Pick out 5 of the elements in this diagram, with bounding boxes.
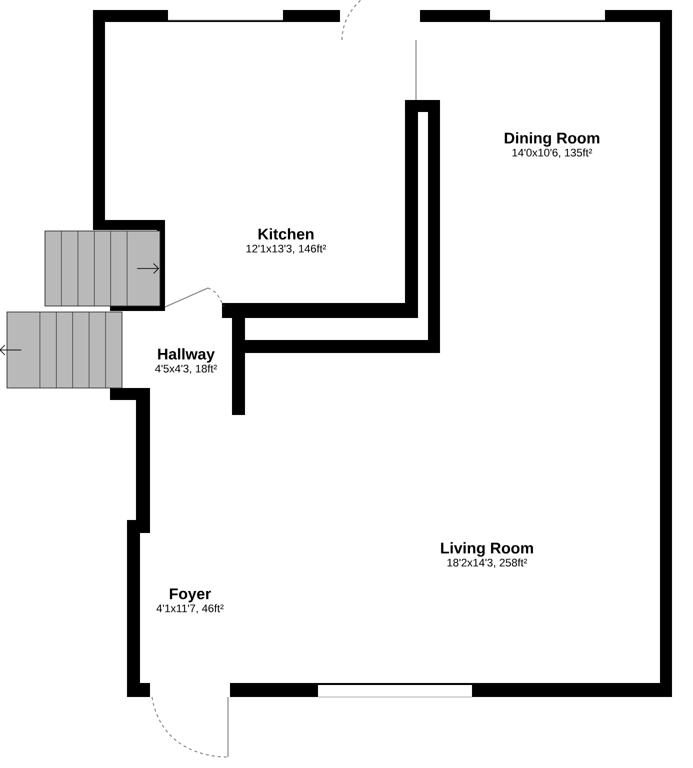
- room-label: Hallway 4'5x4'3, 18ft²: [155, 348, 217, 374]
- room-label: Living Room 18'2x14'3, 258ft²: [441, 542, 533, 568]
- room-label: Dining Room 14'0x10'6, 135ft²: [504, 132, 600, 158]
- room-label: Foyer 4'1x11'7, 46ft²: [156, 588, 224, 614]
- room-label: Kitchen 12'1x13'3, 146ft²: [246, 228, 326, 254]
